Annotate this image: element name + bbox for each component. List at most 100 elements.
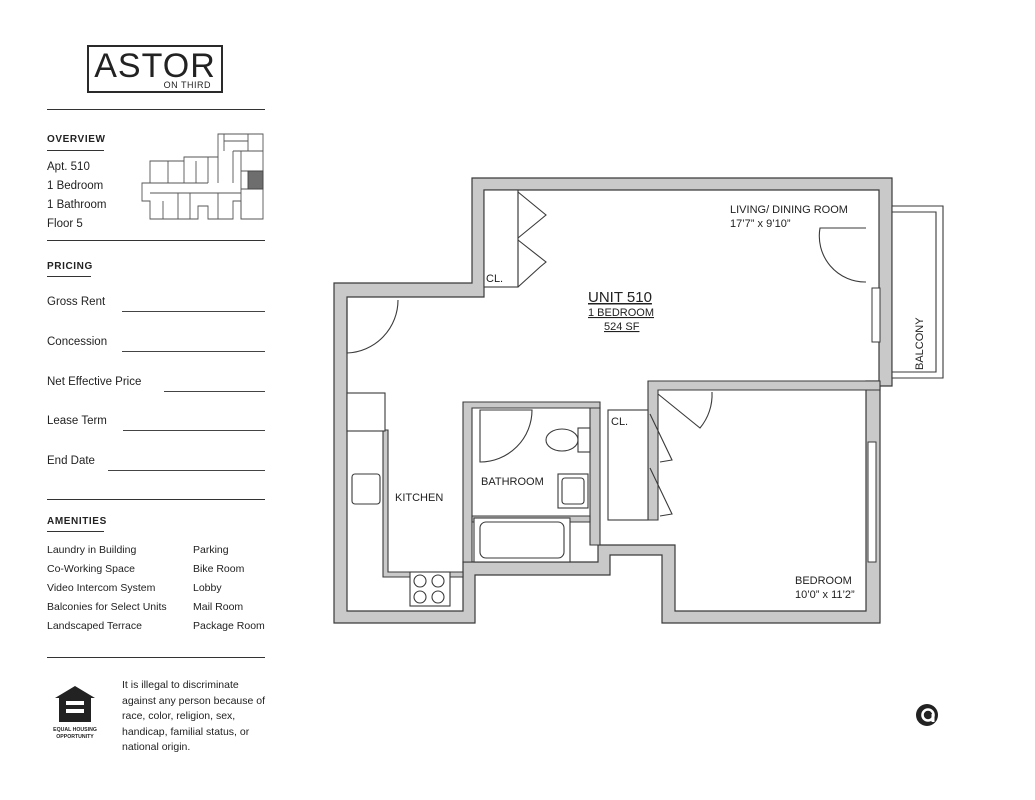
- cooktop: [409, 571, 451, 607]
- balcony-door: [818, 227, 867, 283]
- wall-segment: [382, 429, 464, 578]
- logo-subtitle: ON THIRD: [163, 80, 211, 90]
- door-swings: [346, 227, 867, 463]
- closet-interior: [483, 189, 519, 288]
- gross-rent-field: Gross Rent: [47, 296, 265, 312]
- bathroom-fixtures: [473, 427, 591, 563]
- wall-segment: [471, 515, 591, 523]
- bathroom-count: 1 Bathroom: [47, 199, 107, 211]
- unit-type: 1 BEDROOM: [588, 307, 654, 319]
- end-date-field: End Date: [47, 455, 265, 471]
- window: [871, 287, 881, 343]
- amenity-item: Lobby: [193, 582, 222, 594]
- living-room-name: LIVING/ DINING ROOM: [730, 204, 848, 216]
- lease-term-label: Lease Term: [47, 415, 107, 427]
- vanity: [557, 473, 589, 509]
- amenity-item: Bike Room: [193, 563, 245, 575]
- balcony-label: BALCONY: [914, 317, 926, 370]
- unit-area: 524 SF: [604, 321, 640, 333]
- overview-underline: [47, 150, 104, 151]
- entry-door: [346, 299, 399, 354]
- bifold-door: [517, 191, 547, 288]
- eho-caption-line: EQUAL HOUSING: [53, 727, 97, 733]
- wall-segment: [462, 401, 601, 563]
- gross-rent-label: Gross Rent: [47, 296, 106, 308]
- balcony-outline: [891, 205, 944, 379]
- divider: [47, 109, 265, 110]
- end-date-label: End Date: [47, 455, 95, 467]
- bedroom-name: BEDROOM: [795, 575, 852, 587]
- pricing-underline: [47, 276, 91, 277]
- amenity-item: Laundry in Building: [47, 544, 137, 556]
- floor-number: Floor 5: [47, 218, 83, 230]
- amenity-item: Package Room: [193, 620, 265, 632]
- closet-label: CL.: [611, 416, 628, 428]
- bedroom-closet: [607, 409, 673, 521]
- window: [867, 441, 877, 563]
- lease-term-field: Lease Term: [47, 415, 265, 431]
- wall-segment: [647, 380, 881, 521]
- floor-keyplan: [141, 133, 264, 220]
- kitchen-sink: [351, 473, 381, 505]
- bifold-door: [649, 413, 673, 517]
- bedroom-dims: 10’0” x 11’2”: [795, 589, 855, 601]
- bathtub-basin: [479, 521, 565, 559]
- balcony: [891, 205, 944, 379]
- amenity-item: Parking: [193, 544, 229, 556]
- net-effective-price-blank: [164, 391, 265, 392]
- bathroom-door: [479, 409, 533, 463]
- gross-rent-blank: [122, 311, 265, 312]
- lease-term-blank: [123, 430, 265, 431]
- top-closet: [483, 189, 547, 288]
- equal-housing-opportunity-icon: [55, 686, 95, 722]
- amenities-underline: [47, 531, 104, 532]
- toilet-tank: [577, 427, 591, 453]
- fair-housing-statement: It is illegal to discriminate against an…: [122, 679, 266, 753]
- burner: [431, 590, 445, 604]
- brand-mark-icon: [916, 704, 938, 726]
- room-labels: UNIT 510 1 BEDROOM 524 SF LIVING/ DINING…: [395, 204, 926, 601]
- amenity-item: Balconies for Select Units: [47, 601, 167, 613]
- net-effective-price-field: Net Effective Price: [47, 376, 265, 392]
- closet-label: CL.: [486, 273, 503, 285]
- divider: [47, 240, 265, 241]
- bathtub: [473, 517, 571, 563]
- end-date-blank: [108, 470, 265, 471]
- unit-number: UNIT 510: [588, 289, 652, 306]
- balcony-inner: [892, 211, 937, 373]
- concession-field: Concession: [47, 336, 265, 352]
- amenity-item: Video Intercom System: [47, 582, 156, 594]
- fridge: [346, 392, 386, 432]
- amenity-item: Mail Room: [193, 601, 244, 613]
- overview-title: OVERVIEW: [47, 134, 106, 145]
- wall-segment: [589, 407, 601, 546]
- bedroom-door: [657, 391, 713, 429]
- concession-label: Concession: [47, 336, 108, 348]
- eho-caption: EQUAL HOUSING OPPORTUNITY: [50, 727, 100, 741]
- interior-walls: [382, 380, 881, 578]
- kitchen-counter: [346, 392, 451, 607]
- divider: [47, 657, 265, 658]
- net-effective-price-label: Net Effective Price: [47, 376, 142, 388]
- apt-number: Apt. 510: [47, 161, 90, 173]
- toilet-bowl: [545, 428, 579, 452]
- amenity-item: Landscaped Terrace: [47, 620, 142, 632]
- burner: [413, 590, 427, 604]
- kitchen-label: KITCHEN: [395, 492, 443, 504]
- pricing-title: PRICING: [47, 261, 93, 272]
- unit-highlight: [247, 170, 264, 190]
- logo-name: ASTOR: [94, 47, 216, 85]
- astor-logo: ASTOR ON THIRD: [87, 45, 223, 93]
- closet-interior: [607, 409, 649, 521]
- eho-caption-line: OPPORTUNITY: [56, 734, 94, 740]
- bedroom-count: 1 Bedroom: [47, 180, 104, 192]
- info-sidebar: ASTOR ON THIRD OVERVIEW Apt. 510 1 Bedro…: [0, 0, 290, 800]
- bathroom-label: BATHROOM: [481, 476, 544, 488]
- amenity-item: Co-Working Space: [47, 563, 135, 575]
- divider: [47, 499, 265, 500]
- burner: [431, 574, 445, 588]
- concession-blank: [122, 351, 265, 352]
- burner: [413, 574, 427, 588]
- amenities-title: AMENITIES: [47, 516, 107, 527]
- windows: [867, 287, 881, 563]
